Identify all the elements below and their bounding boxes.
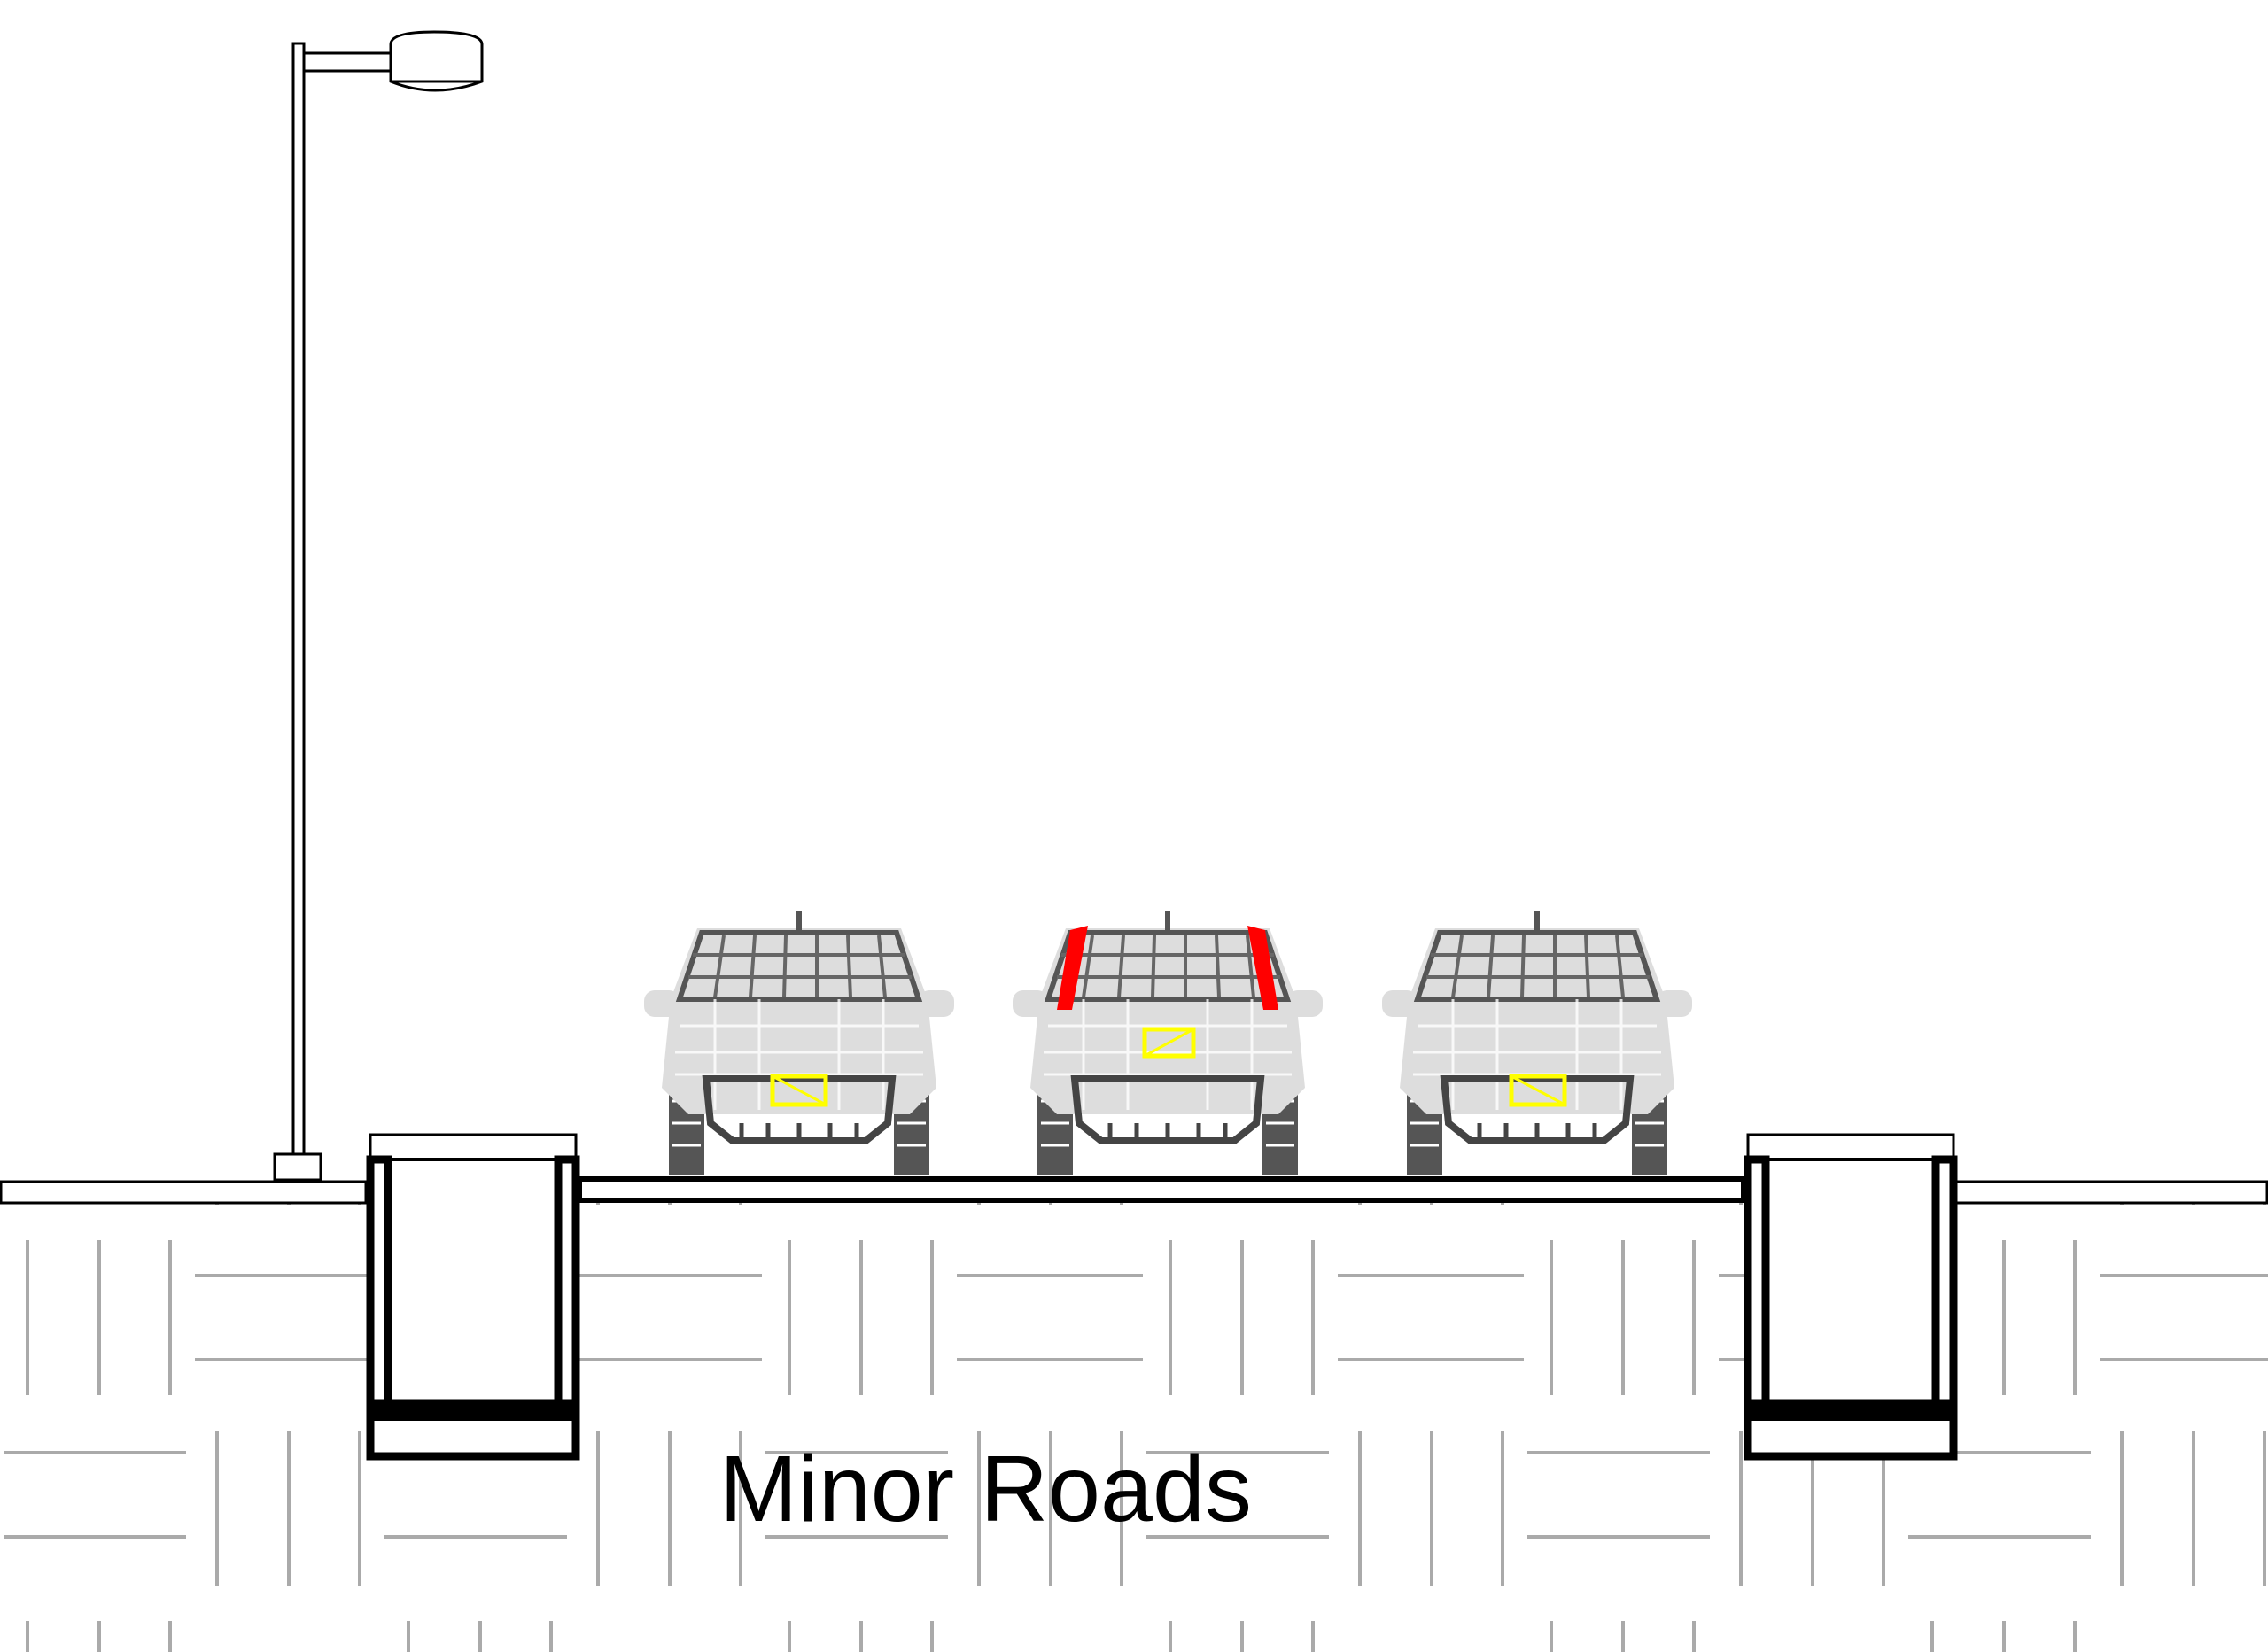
license-plate [1509,1074,1567,1107]
license-plate [770,1074,828,1107]
taillight-left [1057,926,1088,1010]
car-front-right [1382,911,1692,1175]
right-sidewalk [1954,1180,2268,1205]
left-curb [366,1133,580,1461]
street-lamp [273,30,484,1182]
license-plate [1142,1027,1196,1059]
right-curb [1744,1133,1958,1461]
car-rear-middle [1013,911,1323,1175]
road-surface [577,1176,1746,1203]
taillight-right [1247,926,1278,1010]
car-front-left [644,911,954,1175]
diagram-title: Minor Roads [719,1437,1252,1541]
lamp-head-icon [389,30,484,92]
left-sidewalk [0,1180,368,1205]
